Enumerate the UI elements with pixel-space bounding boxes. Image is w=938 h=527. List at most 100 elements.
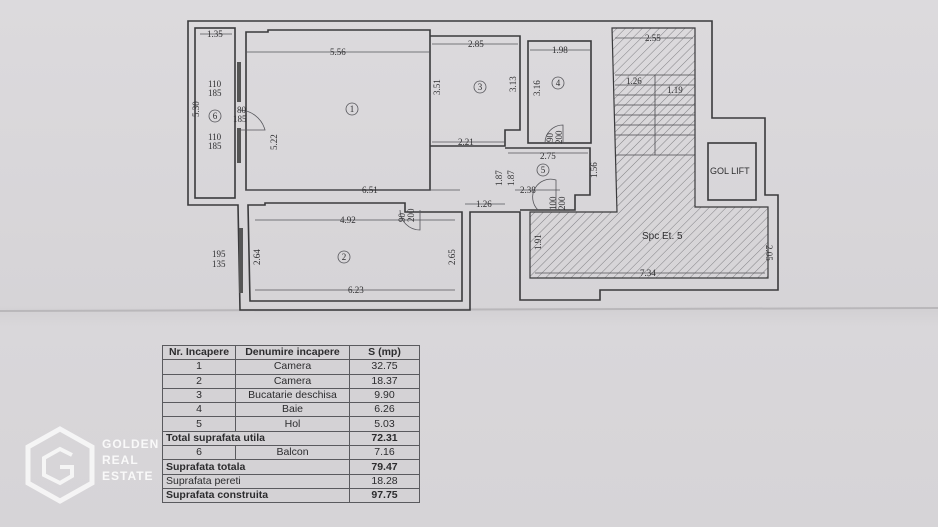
- opening-width: 110: [208, 79, 222, 89]
- dim-label: 2.21: [458, 137, 474, 147]
- cell: Suprafata construita: [162, 487, 350, 504]
- cell: Hol: [235, 416, 350, 432]
- lift-label: GOL LIFT: [710, 166, 750, 176]
- stair-steps: [615, 74, 695, 156]
- dim-label: 5.30: [191, 101, 201, 117]
- watermark-text: ESTATE: [102, 469, 154, 483]
- dim-label: 1.35: [207, 29, 223, 39]
- dim-label: 2.75: [540, 151, 556, 161]
- room-2: [247, 202, 463, 302]
- cell: Balcon: [235, 445, 350, 461]
- cell: 5: [162, 416, 236, 432]
- dim-label: 3.16: [532, 80, 542, 96]
- door-arc: [237, 109, 266, 131]
- watermark-text: REAL: [102, 453, 139, 467]
- opening-width: 110: [208, 132, 222, 142]
- balcony-6: [194, 27, 236, 199]
- dim-label: 2.05: [764, 245, 774, 261]
- opening-height: 185: [233, 114, 247, 124]
- stairwell-hatch: [529, 27, 769, 279]
- dim-label: 2.38: [520, 185, 536, 195]
- dim-label: 1.26: [476, 199, 492, 209]
- cell: 97.75: [349, 487, 420, 504]
- opening-width: 100: [548, 196, 558, 210]
- window: [239, 228, 243, 293]
- room-3: [430, 35, 521, 147]
- cell: Bucatarie deschisa: [235, 387, 350, 404]
- cell: 18.37: [349, 373, 420, 389]
- dim-label: 7.34: [640, 268, 656, 278]
- cell: 18.28: [349, 473, 420, 489]
- hexagon-logo-icon: [25, 426, 95, 504]
- opening-labels: 110 185 80 185 110 185 195 135 90 200 90…: [208, 79, 567, 269]
- cell: 79.47: [349, 459, 420, 475]
- dim-label: 1.91: [533, 234, 543, 250]
- opening-height: 200: [554, 130, 564, 144]
- header-cell: Nr. Incapere: [162, 344, 236, 361]
- cell: Camera: [235, 359, 350, 375]
- room-number: 2: [342, 252, 347, 262]
- cell: 72.31: [349, 430, 420, 447]
- door-arc: [399, 209, 421, 231]
- hall-5: [505, 147, 591, 211]
- cell: Baie: [235, 402, 350, 418]
- header-cell: S (mp): [349, 344, 420, 361]
- opening-width: 90: [397, 213, 407, 223]
- cell: 7.16: [349, 445, 420, 461]
- room-number: 4: [556, 78, 561, 88]
- dim-label: 3.13: [508, 76, 518, 92]
- dim-label: 4.92: [340, 215, 356, 225]
- cell: 6: [162, 445, 236, 461]
- dim-label: 1.56: [589, 162, 599, 178]
- opening-height: 135: [212, 259, 226, 269]
- watermark-logo: GOLDEN REAL ESTATE: [20, 425, 160, 505]
- door-arc: [532, 178, 557, 211]
- window: [237, 128, 241, 163]
- cell: 4: [162, 402, 236, 418]
- dim-label: 1.26: [626, 76, 642, 86]
- cell: Total suprafata utila: [162, 430, 350, 447]
- dim-label: 6.51: [362, 185, 378, 195]
- dim-label: 6.23: [348, 285, 364, 295]
- cell: Suprafata totala: [162, 459, 350, 475]
- opening-width: 80: [237, 105, 247, 115]
- cell: 9.90: [349, 387, 420, 404]
- cell: 1: [162, 359, 236, 375]
- cell: 3: [162, 387, 236, 404]
- dim-label: 5.56: [330, 47, 346, 57]
- opening-height: 185: [208, 141, 222, 151]
- dim-label: 2.65: [447, 249, 457, 265]
- room-number: 1: [350, 104, 355, 114]
- cell: 6.26: [349, 402, 420, 418]
- cell: 5.03: [349, 416, 420, 432]
- dim-label: 1.98: [552, 45, 568, 55]
- common-area-label: Spc Et. 5: [642, 231, 683, 242]
- dim-label: 1.19: [667, 85, 683, 95]
- opening-height: 200: [557, 196, 567, 210]
- cell: 2: [162, 373, 236, 389]
- window: [237, 62, 241, 102]
- cell: 32.75: [349, 359, 420, 375]
- dim-label: 2.64: [252, 249, 262, 265]
- door-arc: [544, 124, 564, 144]
- cell: Camera: [235, 373, 350, 389]
- room-number: 6: [213, 111, 218, 121]
- dim-label: 3.51: [432, 79, 442, 95]
- room-number: 3: [478, 82, 483, 92]
- opening-height: 185: [208, 88, 222, 98]
- table-header: Nr. Incapere Denumire incapere S (mp): [162, 344, 420, 361]
- dim-label: 5.22: [269, 134, 279, 150]
- dimension-labels: 1.35 5.56 2.85 1.98 2.55 3.51 3.13 3.16 …: [191, 29, 774, 295]
- header-cell: Denumire incapere: [235, 344, 350, 361]
- dim-label: 1.87: [494, 170, 504, 186]
